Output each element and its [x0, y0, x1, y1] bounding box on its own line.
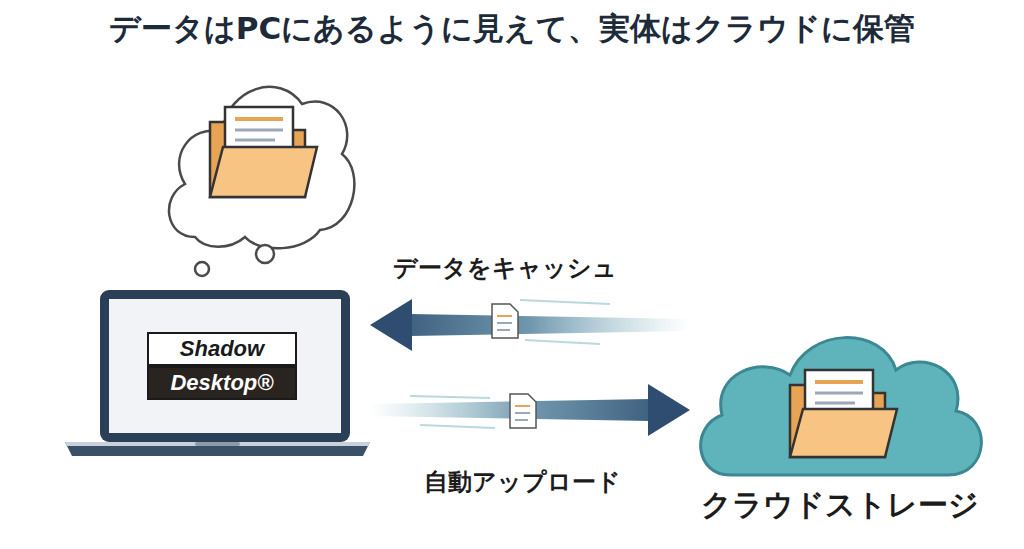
thought-cloud: [160, 62, 360, 282]
flow-arrow: [370, 384, 690, 436]
logo-block: ShadowDesktop®: [147, 332, 297, 400]
logo-text: Shadow: [147, 332, 297, 366]
node-label: クラウドストレージ: [670, 485, 1010, 526]
diagram-title: データはPCにあるように見えて、実体はクラウドに保管: [0, 8, 1024, 50]
logo-text: Desktop®: [147, 366, 297, 400]
node-shape: [690, 315, 990, 480]
edge-label: データをキャッシュ: [393, 252, 617, 284]
cloud-storage-node: クラウドストレージ: [690, 315, 990, 480]
flow-arrow: [370, 299, 690, 351]
laptop-node: ShadowDesktop®: [65, 290, 370, 456]
edge-label: 自動アップロード: [424, 466, 621, 498]
